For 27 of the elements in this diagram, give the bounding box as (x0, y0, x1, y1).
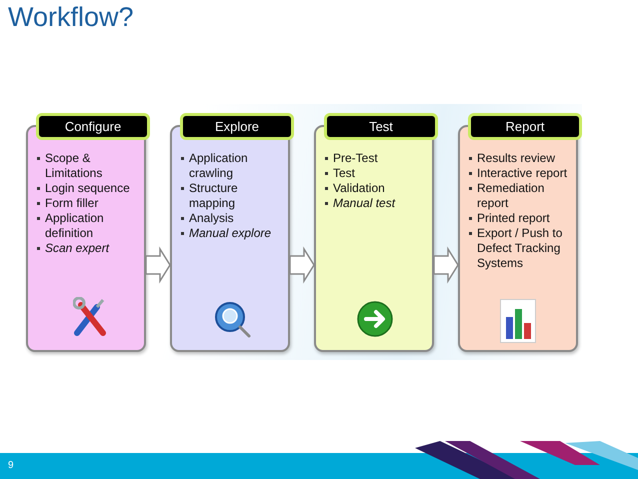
stage-heading: Test (324, 113, 438, 140)
page-number: 9 (8, 460, 14, 471)
bullet-item: Results review (468, 151, 572, 166)
bullet-item: Analysis (180, 211, 284, 226)
stage-heading: Configure (36, 113, 150, 140)
bullet-item: Export / Push to Defect Tracking Systems (468, 226, 572, 271)
bullet-item: Structure mapping (180, 181, 284, 211)
stage-heading: Report (468, 113, 582, 140)
slide-title: Workflow? (8, 2, 134, 33)
bullet-item: Pre-Test (324, 151, 428, 166)
bullet-item: Printed report (468, 211, 572, 226)
bullet-item: Remediation report (468, 181, 572, 211)
block-arrow (289, 246, 315, 284)
bullet-item: Manual test (324, 196, 428, 211)
bullet-item: Interactive report (468, 166, 572, 181)
block-arrow (433, 246, 459, 284)
bullet-item: Application crawling (180, 151, 284, 181)
bullet-item: Scope & Limitations (36, 151, 140, 181)
bullet-item: Form filler (36, 196, 140, 211)
bullet-item: Login sequence (36, 181, 140, 196)
stage-heading: Explore (180, 113, 294, 140)
bullet-item: Validation (324, 181, 428, 196)
bullet-item: Test (324, 166, 428, 181)
bullet-item: Manual explore (180, 226, 284, 241)
bullet-item: Application definition (36, 211, 140, 241)
block-arrow (145, 246, 171, 284)
bullet-item: Scan expert (36, 241, 140, 256)
